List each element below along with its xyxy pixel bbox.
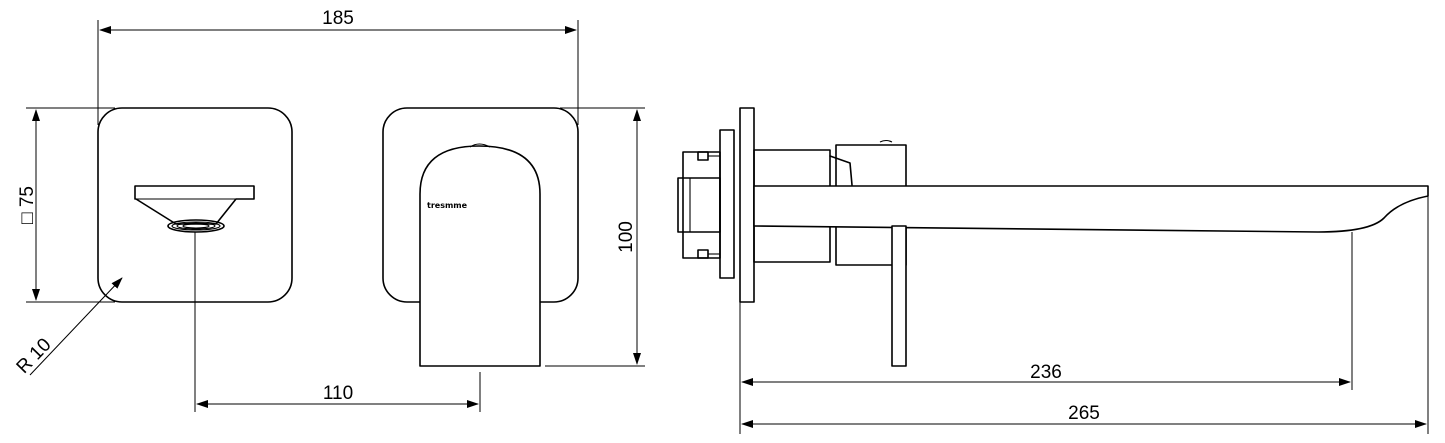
side-view <box>677 107 1429 367</box>
dim-110: 110 <box>323 383 353 404</box>
spout-side <box>753 185 1429 233</box>
dim-265: 265 <box>1068 403 1100 424</box>
wall-flange <box>739 107 755 303</box>
dim-square-75: □ 75 <box>17 186 38 224</box>
mixer-plate-front-view: tresmme <box>382 107 579 367</box>
dim-236: 236 <box>1030 362 1062 383</box>
dim-185: 185 <box>322 8 354 29</box>
aerator <box>167 219 225 233</box>
mixer-handle <box>419 145 541 367</box>
spout-outlet <box>134 185 255 225</box>
dim-100: 100 <box>616 221 637 253</box>
mounting-ring <box>719 129 735 279</box>
brand-mark: tresmme <box>427 201 468 210</box>
lever-handle <box>891 225 907 367</box>
